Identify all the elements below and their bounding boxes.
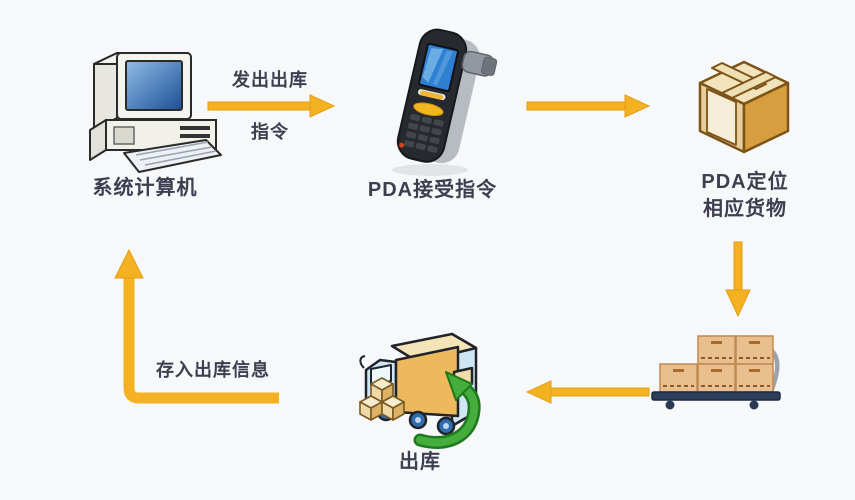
small-boxes-icon xyxy=(359,377,405,421)
arrow-up-elbow-icon xyxy=(114,248,279,404)
box-label-line1: PDA定位 xyxy=(701,171,789,193)
computer-label: 系统计算机 xyxy=(92,177,198,199)
green-load-arrow-icon xyxy=(413,371,481,449)
arrow1-caption-line1: 发出出库 xyxy=(232,70,308,90)
arrow1-caption-line2: 指令 xyxy=(251,122,289,142)
arrow-right-icon xyxy=(207,94,336,118)
box-label-line2: 相应货物 xyxy=(703,198,787,220)
pallet-boxes-icon xyxy=(651,335,781,410)
feedback-caption: 存入出库信息 xyxy=(156,360,270,380)
arrow-left-icon xyxy=(525,380,650,404)
desktop-computer-icon xyxy=(89,52,222,173)
arrow-down-icon xyxy=(725,241,751,318)
delivery-truck-icon xyxy=(359,332,481,449)
truck-label: 出库 xyxy=(399,451,441,473)
pda-label: PDA接受指令 xyxy=(367,179,498,201)
arrow-right-icon xyxy=(526,94,651,118)
cardboard-box-icon xyxy=(698,60,790,154)
pda-scanner-icon xyxy=(392,28,498,176)
